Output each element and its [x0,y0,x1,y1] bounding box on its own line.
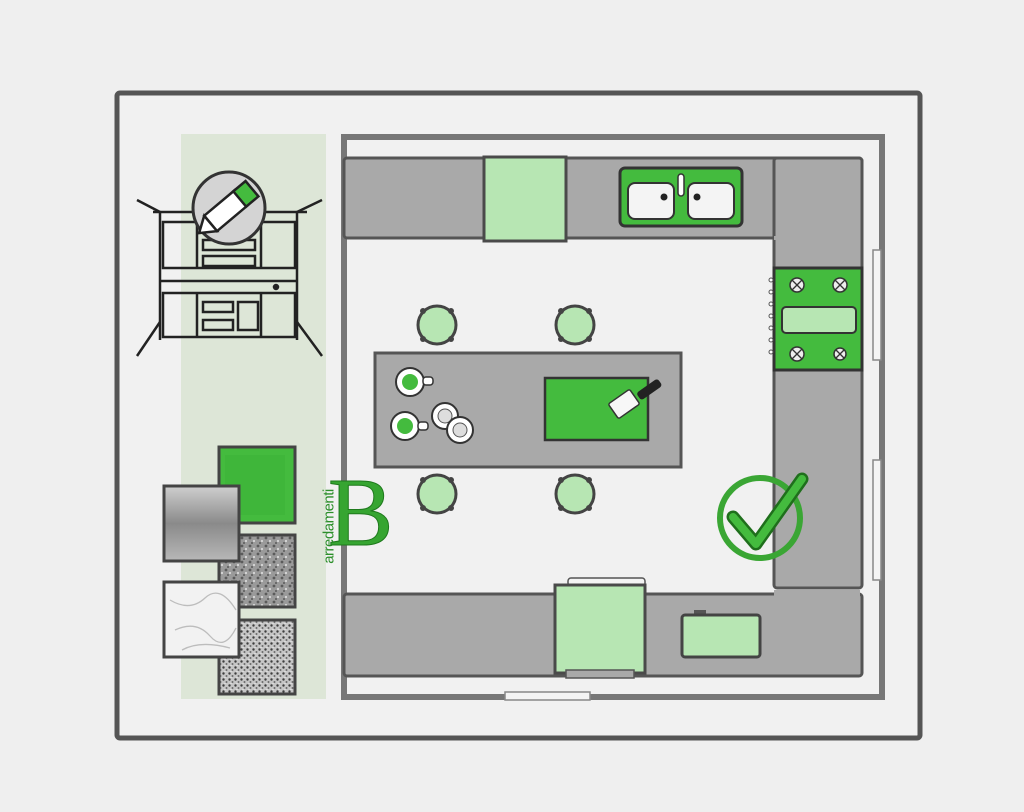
cup-icon [390,411,429,441]
knife-icon [608,379,662,419]
kitchen-inner-wall [341,134,885,700]
material-swatch-icon [162,484,241,563]
counter-right [772,156,864,590]
stool-icon [554,304,596,346]
fridge [482,155,568,243]
dishwasher [553,577,647,679]
stool-icon [554,473,596,515]
material-swatch-icon [162,580,241,659]
kitchen-sink-icon [618,166,744,228]
brand-letter: B [327,459,394,567]
plate-icon [446,416,474,444]
brand-logo: arredamenti B [306,464,394,578]
cooktop-icon [768,266,864,372]
door-bottom [504,691,591,701]
microwave [680,610,762,659]
cup-icon [395,367,434,397]
stool-icon [416,473,458,515]
pencil-icon [191,170,267,246]
stool-icon [416,304,458,346]
checkmark-icon [717,472,809,561]
window-right-lower [872,459,882,581]
window-right-upper [872,249,882,361]
